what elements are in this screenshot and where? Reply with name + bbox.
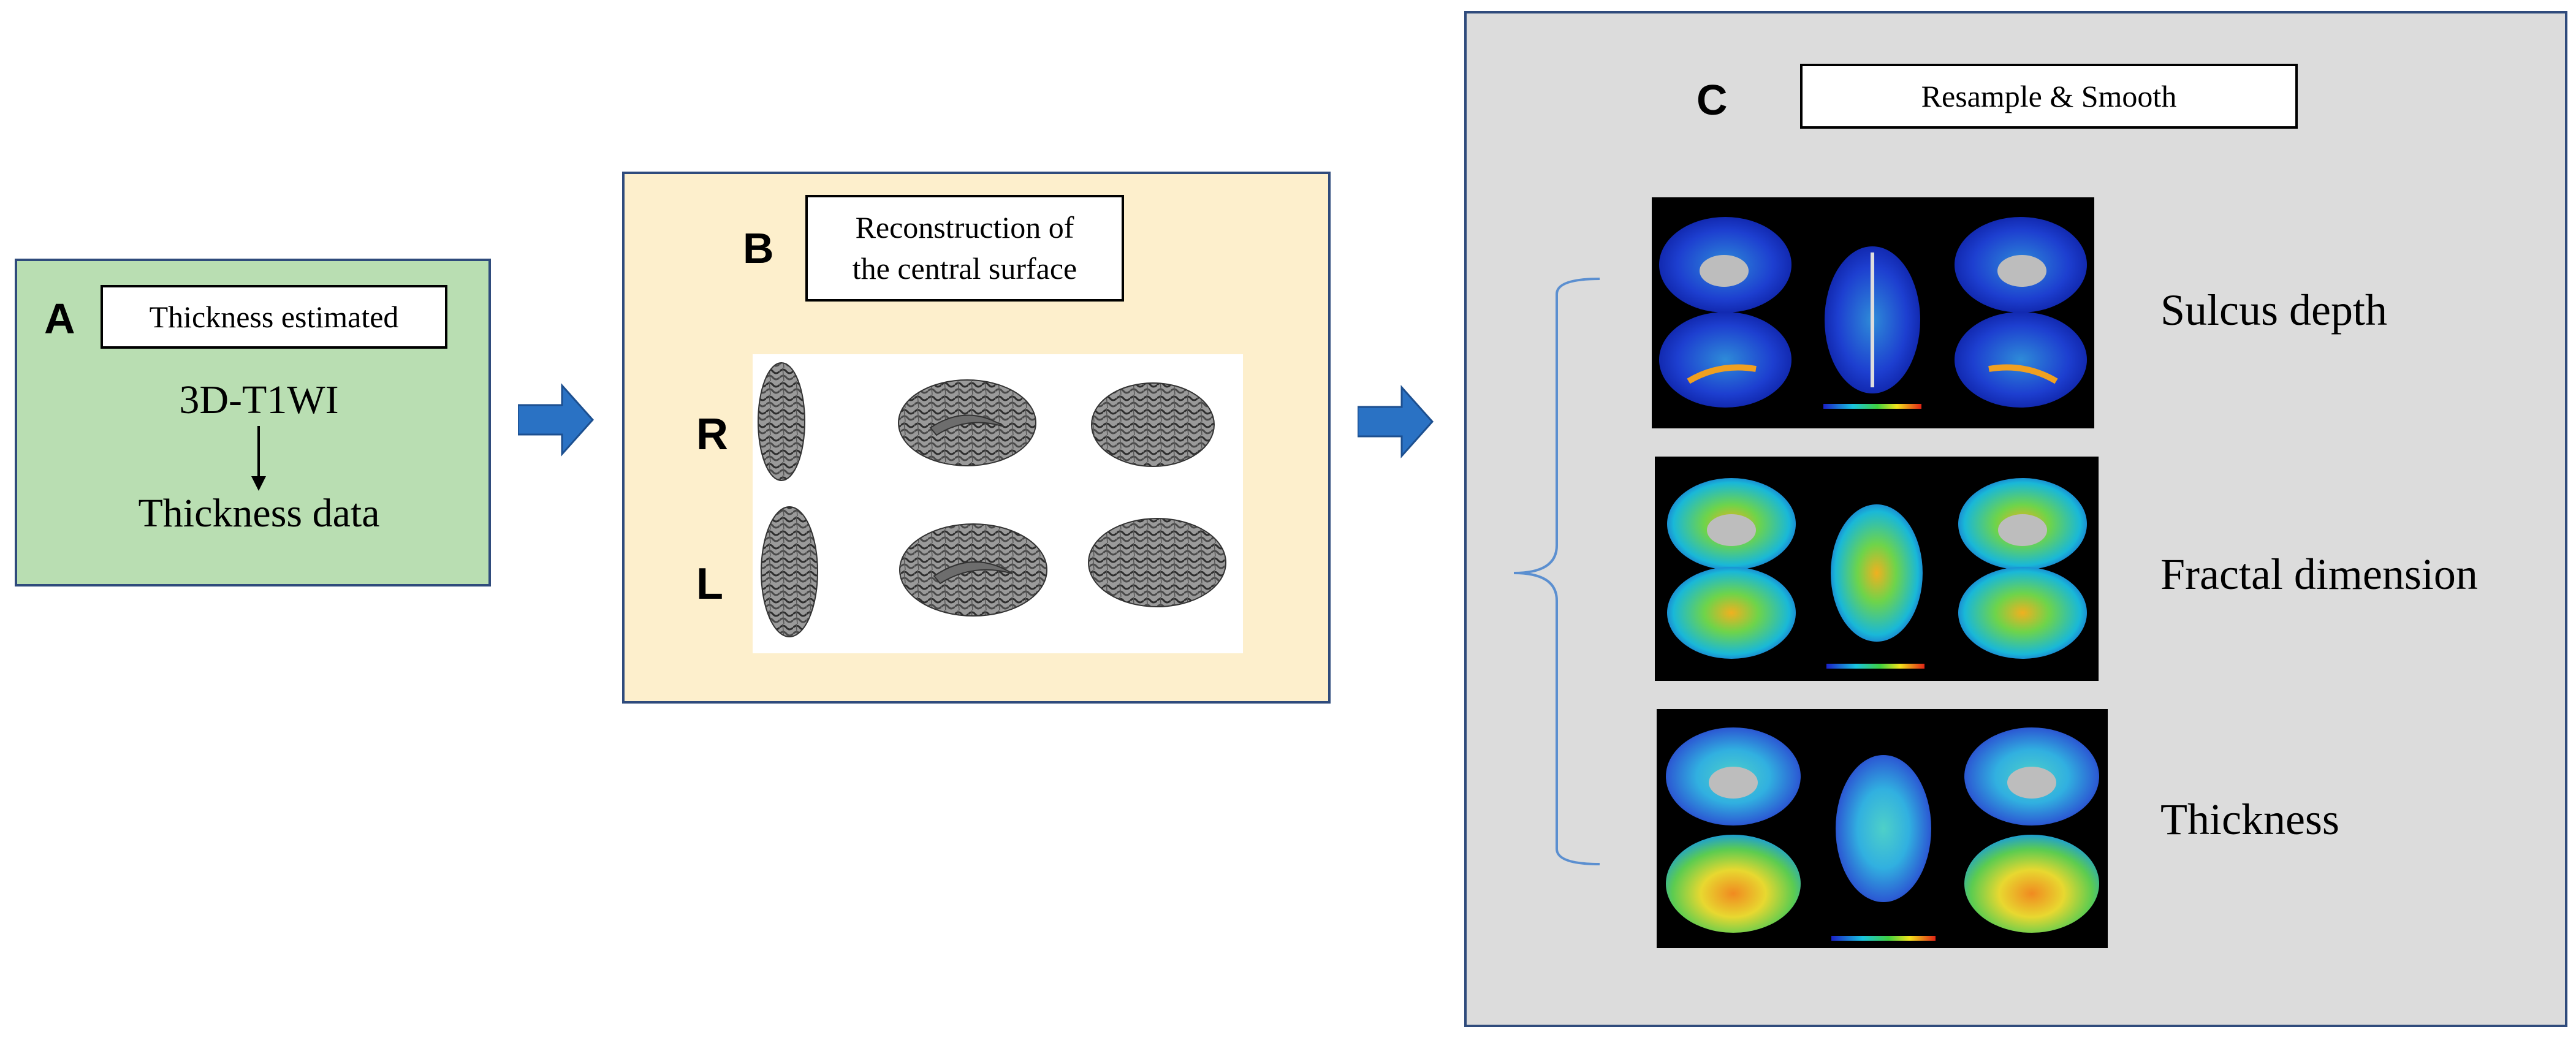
panel-a-output: Thickness data — [138, 491, 380, 536]
map-label-fractal-dimension: Fractal dimension — [2160, 550, 2478, 599]
thickness-map-image — [1657, 709, 2108, 948]
panel-a-title-text: Thickness estimated — [149, 300, 399, 334]
sulcus-depth-map-image — [1652, 197, 2094, 428]
brain-medial-view-left — [899, 523, 1047, 617]
brain-lateral-view-right — [1091, 382, 1215, 467]
panel-c-title: Resample & Smooth — [1800, 64, 2298, 129]
panel-c-title-text: Resample & Smooth — [1921, 79, 2177, 113]
brain-top-view-right — [758, 362, 805, 481]
panel-b-title-line2: the central surface — [852, 251, 1077, 286]
down-arrow-icon — [251, 426, 266, 491]
panel-b-title-line1: Reconstruction of — [855, 210, 1074, 245]
brain-lateral-view-left — [1088, 518, 1226, 607]
panel-b-letter: B — [743, 224, 774, 272]
panel-b-title: Reconstruction of the central surface — [805, 195, 1124, 302]
surface-reconstruction-image — [753, 354, 1243, 653]
panel-a-title: Thickness estimated — [101, 285, 447, 349]
map-label-sulcus-depth: Sulcus depth — [2160, 286, 2387, 335]
curly-bracket-icon — [1513, 278, 1600, 865]
row-label-left: L — [696, 560, 723, 609]
brain-top-view-left — [761, 506, 818, 637]
map-label-thickness: Thickness — [2160, 795, 2339, 844]
flow-arrow-icon — [518, 383, 595, 457]
panel-a-input: 3D-T1WI — [179, 378, 339, 422]
panel-a-letter: A — [44, 295, 75, 343]
row-label-right: R — [696, 410, 728, 459]
flow-arrow-icon — [1358, 385, 1434, 458]
panel-c-letter: C — [1696, 76, 1728, 124]
brain-medial-view-right — [898, 379, 1036, 466]
fractal-dimension-map-image — [1655, 457, 2099, 681]
